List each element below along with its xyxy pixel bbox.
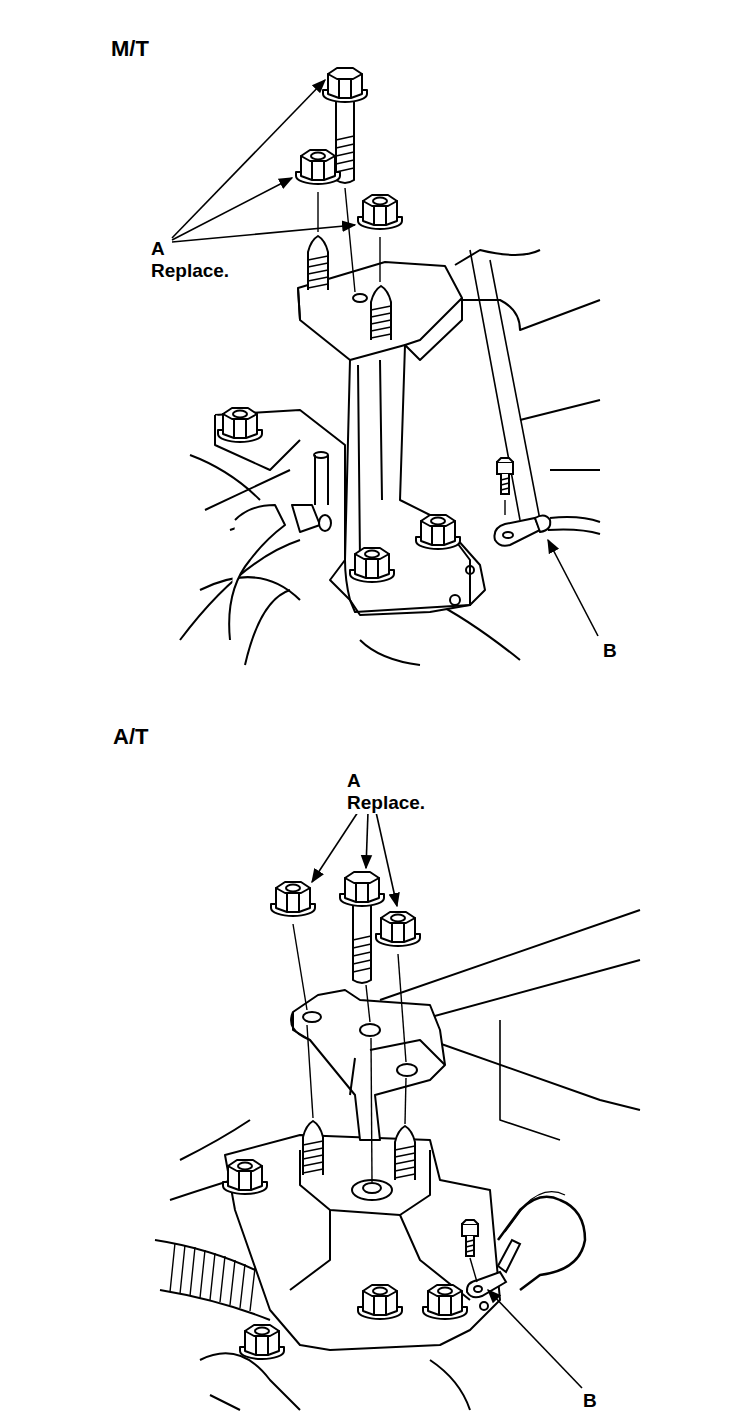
section-heading: M/T	[110, 38, 150, 60]
callout-letter: B	[602, 640, 618, 662]
callout-note: Replace.	[150, 260, 230, 282]
callout-letter: A	[346, 770, 362, 792]
callout-note: Replace.	[346, 792, 426, 814]
callout-letter: B	[582, 1390, 598, 1412]
section-heading: A/T	[112, 726, 149, 748]
callout-letter: A	[150, 238, 166, 260]
